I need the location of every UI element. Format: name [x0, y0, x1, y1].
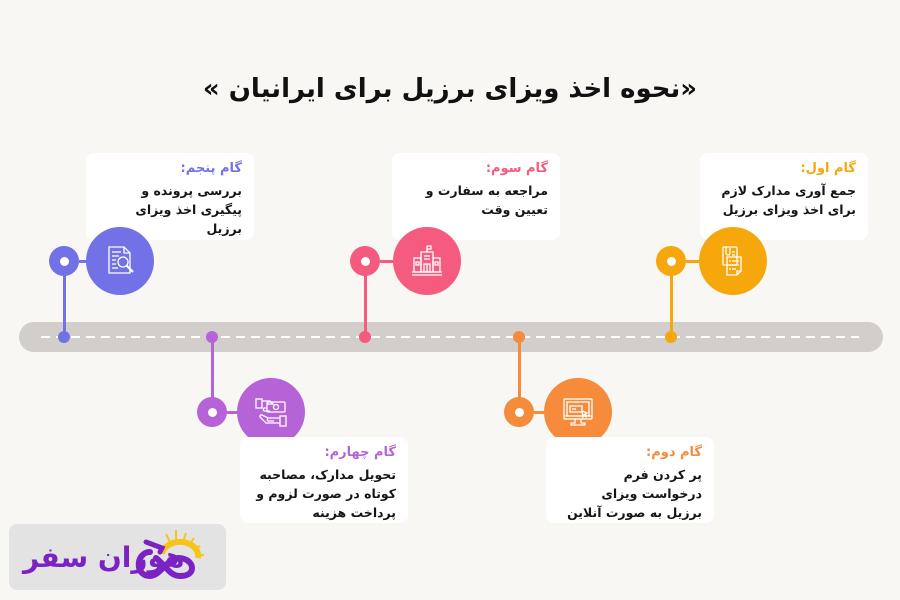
step-1-link [686, 260, 700, 263]
step-5-stem [63, 262, 66, 338]
step-1-text: جمع آوری مدارک لازم برای اخذ ویزای برزیل [721, 183, 856, 217]
step-3-node [350, 246, 380, 276]
step-1-title: گام اول: [800, 161, 856, 176]
step-1-card: گام اول: جمع آوری مدارک لازم برای اخذ وی… [700, 153, 868, 240]
step-4-text: تحویل مدارک، مصاحبه کوتاه در صورت لزوم و… [256, 467, 396, 520]
step-2-title: گام دوم: [646, 445, 702, 460]
road-dashed-line [41, 336, 859, 338]
step-1-node [656, 246, 686, 276]
hand-money-icon [255, 398, 287, 427]
step-3-stem [364, 262, 367, 338]
document-search-icon [108, 246, 134, 274]
step-1-road-dot [665, 331, 677, 343]
step-2-node [504, 397, 534, 427]
step-2-card: گام دوم: پر کردن فرم درخواست ویزای برزیل… [546, 437, 714, 523]
embassy-building-icon [412, 245, 442, 276]
step-5-road-dot [58, 331, 70, 343]
step-5-node [49, 246, 79, 276]
step-3-link [380, 260, 394, 263]
step-5-card: گام پنجم: بررسی پرونده و پیگیری اخذ ویزا… [86, 153, 254, 240]
step-2-text: پر کردن فرم درخواست ویزای برزیل به صورت … [567, 467, 702, 520]
brand-logo[interactable]: هوران سفر [9, 524, 226, 590]
step-2-link [534, 411, 548, 414]
step-5-text: بررسی پرونده و پیگیری اخذ ویزای برزیل [135, 183, 242, 236]
step-4-icon-circle [237, 378, 305, 446]
step-4-link [227, 411, 241, 414]
step-5-title: گام پنجم: [180, 161, 242, 176]
step-4-stem [211, 338, 214, 412]
page-title: «نحوه اخذ ویزای برزیل برای ایرانیان » [202, 74, 698, 104]
step-4-node [197, 397, 227, 427]
step-1-stem [670, 262, 673, 338]
step-5-icon-circle [86, 227, 154, 295]
timeline-road [19, 322, 883, 352]
step-1-icon-circle [699, 227, 767, 295]
sun-infinity-logo-icon [135, 530, 205, 580]
step-2-icon-circle [544, 378, 612, 446]
step-4-title: گام چهارم: [324, 445, 396, 460]
step-4-card: گام چهارم: تحویل مدارک، مصاحبه کوتاه در … [240, 437, 408, 523]
step-3-road-dot [359, 331, 371, 343]
step-3-card: گام سوم: مراجعه به سفارت و تعیین وقت [392, 153, 560, 240]
documents-icon [722, 246, 742, 276]
computer-form-icon [563, 398, 593, 426]
step-2-road-dot [513, 331, 525, 343]
step-3-icon-circle [393, 227, 461, 295]
step-3-title: گام سوم: [485, 161, 548, 176]
step-2-stem [518, 338, 521, 412]
step-4-road-dot [206, 331, 218, 343]
step-3-text: مراجعه به سفارت و تعیین وقت [425, 183, 548, 217]
